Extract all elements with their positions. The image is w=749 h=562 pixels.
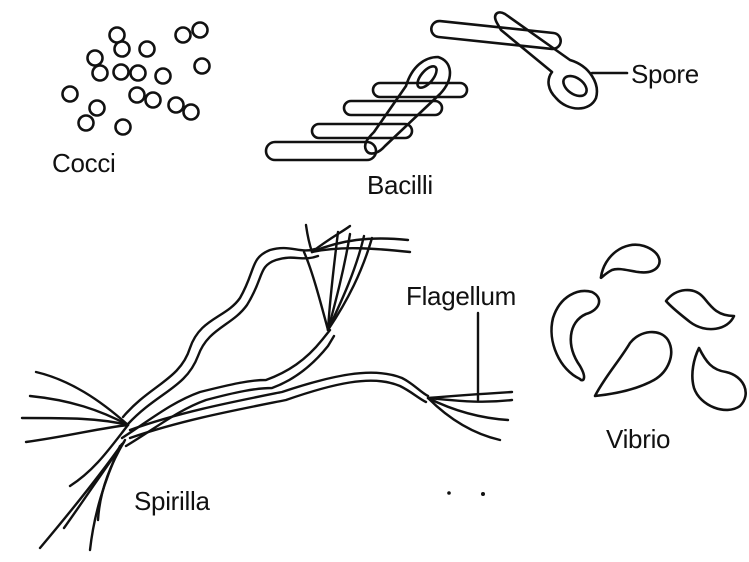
- spore-body: [414, 63, 440, 91]
- vibrio-group: [552, 245, 746, 410]
- coccus: [114, 65, 129, 80]
- flagellum: [306, 225, 312, 252]
- coccus: [131, 66, 146, 81]
- spirilla-group: [22, 225, 512, 550]
- flagellum-label: Flagellum: [406, 283, 516, 309]
- coccus: [63, 87, 78, 102]
- vibrio-cell: [552, 291, 600, 380]
- coccus: [184, 105, 199, 120]
- bacilli-group: [266, 12, 627, 160]
- coccus: [156, 69, 171, 84]
- coccus: [93, 66, 108, 81]
- flagellum: [26, 425, 128, 442]
- bacilli-label: Bacilli: [367, 172, 433, 198]
- bacillus-with-spore: [495, 12, 597, 108]
- bacillus-rod: [266, 142, 376, 160]
- coccus: [90, 101, 105, 116]
- vibrio-label: Vibrio: [606, 426, 670, 452]
- print-specks: [447, 491, 485, 496]
- vibrio-cell: [666, 290, 734, 329]
- vibrio-cell: [595, 332, 671, 396]
- coccus: [88, 51, 103, 66]
- flagellum: [90, 446, 120, 550]
- flagellum: [22, 418, 128, 425]
- flagellum: [30, 396, 128, 425]
- coccus: [146, 93, 161, 108]
- coccus: [115, 42, 130, 57]
- spore-label: Spore: [631, 61, 699, 87]
- coccus: [116, 120, 131, 135]
- cocci-label: Cocci: [52, 150, 116, 176]
- flagellum: [304, 252, 328, 330]
- vibrio-cell: [601, 245, 660, 278]
- coccus: [130, 88, 145, 103]
- spore-body: [560, 72, 590, 100]
- spirillum-cell: [130, 381, 426, 438]
- vibrio-cell: [692, 348, 745, 410]
- flagellum: [40, 444, 122, 548]
- coccus: [176, 28, 191, 43]
- coccus: [169, 98, 184, 113]
- flagellum: [428, 398, 512, 402]
- coccus: [79, 116, 94, 131]
- spirilla-label: Spirilla: [134, 488, 210, 514]
- coccus: [193, 23, 208, 38]
- flagellum: [428, 392, 512, 398]
- coccus: [140, 42, 155, 57]
- coccus: [195, 59, 210, 74]
- bacillus-rod: [373, 83, 467, 97]
- bacillus-rod: [431, 20, 562, 50]
- cocci-cluster: [63, 23, 210, 135]
- flagellum: [98, 440, 125, 520]
